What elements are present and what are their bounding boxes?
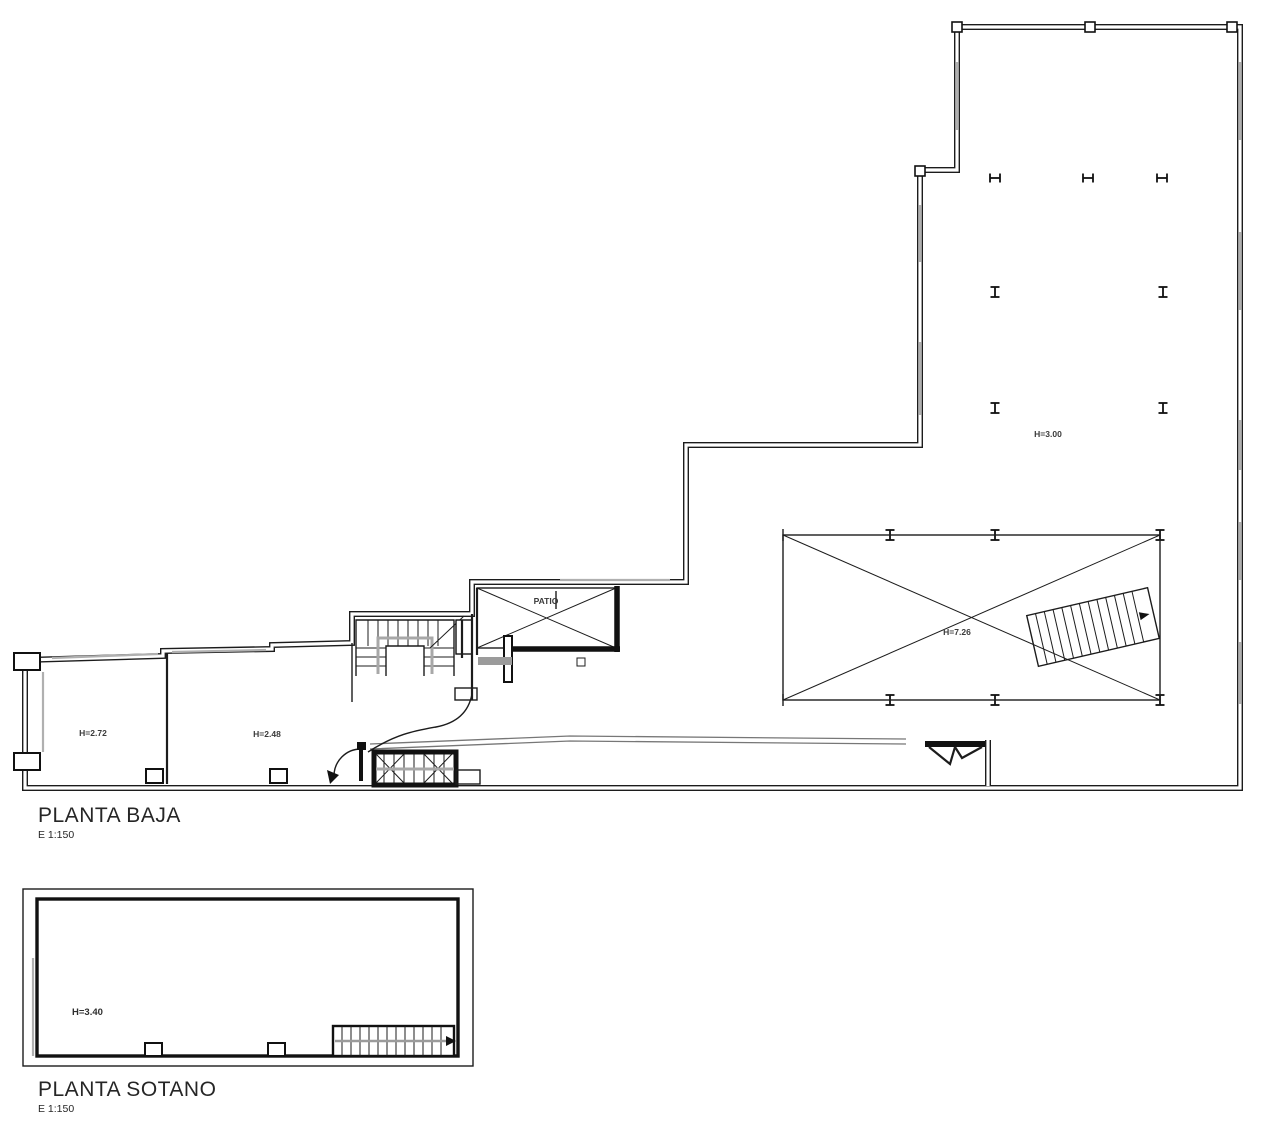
h-column-icon [1082,172,1094,184]
wall-jog [454,687,478,701]
exterior-wall [25,27,1240,788]
planta-baja-title: PLANTA BAJA [38,804,181,827]
column-icons [884,172,1169,706]
i-column-icon [1157,286,1169,298]
stair-arrow [1138,612,1150,621]
hall-height-label: H=7.26 [943,627,971,637]
guide-line [369,735,907,745]
planta-baja-scale: E 1:150 [38,829,74,841]
door-jamb [357,742,366,750]
sotano-inner-wall [35,897,460,1058]
nave-height-label: H=3.00 [1034,429,1062,439]
patio: PATIO [454,586,620,701]
h-column-icon [989,172,1001,184]
gray-sill [478,657,512,665]
sotano-height-label: H=3.40 [72,1007,103,1018]
garage-gate [925,740,991,786]
sotano-staircase [331,1024,456,1058]
entrance-door [327,742,366,784]
main-staircase [355,614,474,700]
stair-handrail [376,636,434,674]
planta-sotano-scale: E 1:150 [38,1103,74,1115]
curved-path-line [367,693,473,753]
ramp-step [455,769,481,785]
small-column-square [576,657,586,667]
stair-closet [455,619,473,655]
sotano-door-threshold [144,1042,163,1057]
hall [782,529,1161,706]
door-arrow [327,770,339,784]
hall-staircase [1025,586,1161,668]
sotano-outer-wall [22,888,474,1067]
stair-treads [356,620,454,667]
planta-sotano-title: PLANTA SOTANO [38,1078,216,1101]
wall-hatch-marks [51,62,1242,704]
basement-ramp [371,749,481,788]
room-right-height-label: H=2.48 [253,729,281,739]
h-column-icon [1156,172,1168,184]
i-column-icon [1157,402,1169,414]
left-wing-rooms [13,643,353,784]
i-column-icon [989,286,1001,298]
room-left-height-label: H=2.72 [79,728,107,738]
stair-treads [1035,591,1145,665]
patio-label: PATIO [534,596,559,606]
garage-corridor [327,693,991,788]
planta-sotano-plan: H=3.40 PLANTA SOTANO E 1:150 [22,888,474,1115]
i-column-icon [989,402,1001,414]
sotano-door-threshold [267,1042,286,1057]
planta-baja-plan: PATIO [13,21,1242,841]
wall-column-squares [914,21,1238,177]
guide-line [369,740,907,750]
stair-arrow [446,1036,456,1046]
